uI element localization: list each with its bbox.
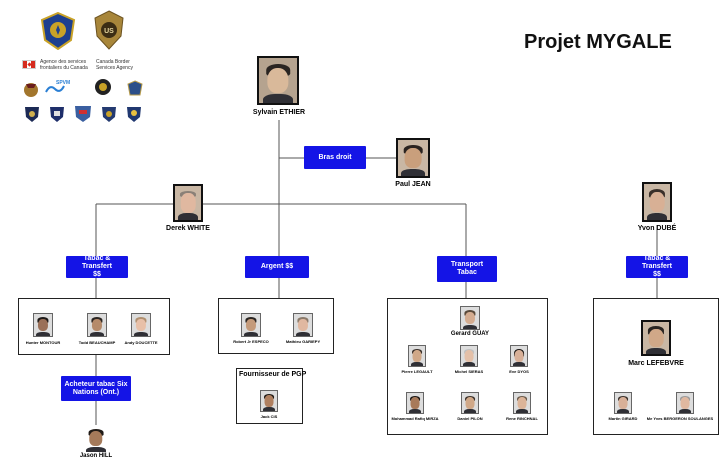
photo-sylvain-ethier <box>257 56 299 105</box>
name-todd-beauchamp: Todd BEAUCHAMP <box>78 340 116 345</box>
spvm-logo-icon <box>45 85 65 93</box>
label-transport-tabac: Transport Tabac <box>437 256 497 282</box>
photo-paul-jean <box>396 138 430 178</box>
photo-robert-especo <box>241 313 261 337</box>
photo-hunter-montour <box>33 313 53 337</box>
spvm-text: SPVM <box>56 80 71 86</box>
name-mohammad-mirza: Mohammad Rafiq MIRZA <box>391 416 439 421</box>
name-pierre-legault: Pierre LEGAULT <box>401 369 433 374</box>
cbsa-english-text: Canada Border Services Agency <box>96 59 133 71</box>
name-daniel-pilon: Daniel PILON <box>457 416 483 421</box>
page-title: Projet MYGALE <box>524 31 672 53</box>
photo-jack-cis <box>260 390 278 412</box>
name-yves-bergeron: Me Yves BERGERON SOULANGES <box>646 416 714 421</box>
name-marc-lefebvre: Marc LEFEBVRE <box>628 360 684 367</box>
label-acheteur-six-nations: Acheteur tabac Six Nations (Ont.) <box>61 376 131 401</box>
photo-pierre-legault <box>408 345 426 367</box>
police-shield-1-icon <box>25 107 39 122</box>
name-yvon-dube: Yvon DUBÉ <box>637 225 677 232</box>
svg-text:US: US <box>104 28 114 35</box>
rcmp-crest-icon <box>24 83 38 97</box>
cbsa-french-text: Agence des services frontaliers du Canad… <box>40 59 88 71</box>
police-shield-5-icon <box>127 107 141 122</box>
police-shield-4-icon <box>102 107 116 122</box>
name-derek-white: Derek WHITE <box>166 225 210 232</box>
label-argent: Argent $$ <box>245 256 309 278</box>
police-badge-icon <box>127 80 143 96</box>
photo-martin-girard <box>614 392 632 414</box>
photo-yves-bergeron <box>676 392 694 414</box>
name-martin-girard: Martin GIRARD <box>608 416 638 421</box>
police-shield-2-icon <box>50 107 64 122</box>
photo-mohammad-mirza <box>406 392 424 414</box>
photo-marc-lefebvre <box>641 320 671 356</box>
fournisseur-pgp-title: Fournisseur de PGP <box>239 371 307 378</box>
photo-gerard-guay <box>460 306 480 330</box>
quebec-police-badge-icon <box>40 12 76 50</box>
canada-flag-icon <box>22 60 36 69</box>
name-gerard-guay: Gerard GUAY <box>450 331 490 337</box>
photo-eve-dyos <box>510 345 528 367</box>
name-robert-especo: Robert Jr ESPECO <box>233 339 269 344</box>
photo-michel-sieras <box>460 345 478 367</box>
name-andy-doucette: Andy DOUCETTE <box>124 340 158 345</box>
label-bras-droit: Bras droit <box>304 146 366 169</box>
photo-jason-hill <box>84 425 108 452</box>
name-mathieu-gariepy: Mathieu GARIEPY <box>285 339 321 344</box>
photo-mathieu-gariepy <box>293 313 313 337</box>
name-jason-hill: Jason HILL <box>79 453 113 459</box>
name-hunter-montour: Hunter MONTOUR <box>25 340 61 345</box>
name-jack-cis: Jack CIS <box>260 414 278 419</box>
group-argent <box>218 298 334 354</box>
name-paul-jean: Paul JEAN <box>395 181 431 188</box>
photo-daniel-pilon <box>461 392 479 414</box>
photo-rene-rinchnal <box>513 392 531 414</box>
opp-badge-icon <box>95 79 111 95</box>
name-michel-sieras: Michel SIERAS <box>454 369 484 374</box>
name-sylvain-ethier: Sylvain ETHIER <box>252 109 306 116</box>
name-rene-rinchnal: Rene RINCHNAL <box>506 416 538 421</box>
police-shield-3-icon <box>75 106 91 122</box>
name-eve-dyos: Eve DYOS <box>509 369 529 374</box>
photo-andy-doucette <box>131 313 151 337</box>
photo-todd-beauchamp <box>87 313 107 337</box>
label-tabac-transfert-1: Tabac & Transfert $$ <box>66 255 128 278</box>
dea-badge-icon: US <box>94 10 124 50</box>
photo-yvon-dube <box>642 182 672 222</box>
label-tabac-transfert-2: Tabac & Transfert $$ <box>626 255 688 278</box>
photo-derek-white <box>173 184 203 222</box>
